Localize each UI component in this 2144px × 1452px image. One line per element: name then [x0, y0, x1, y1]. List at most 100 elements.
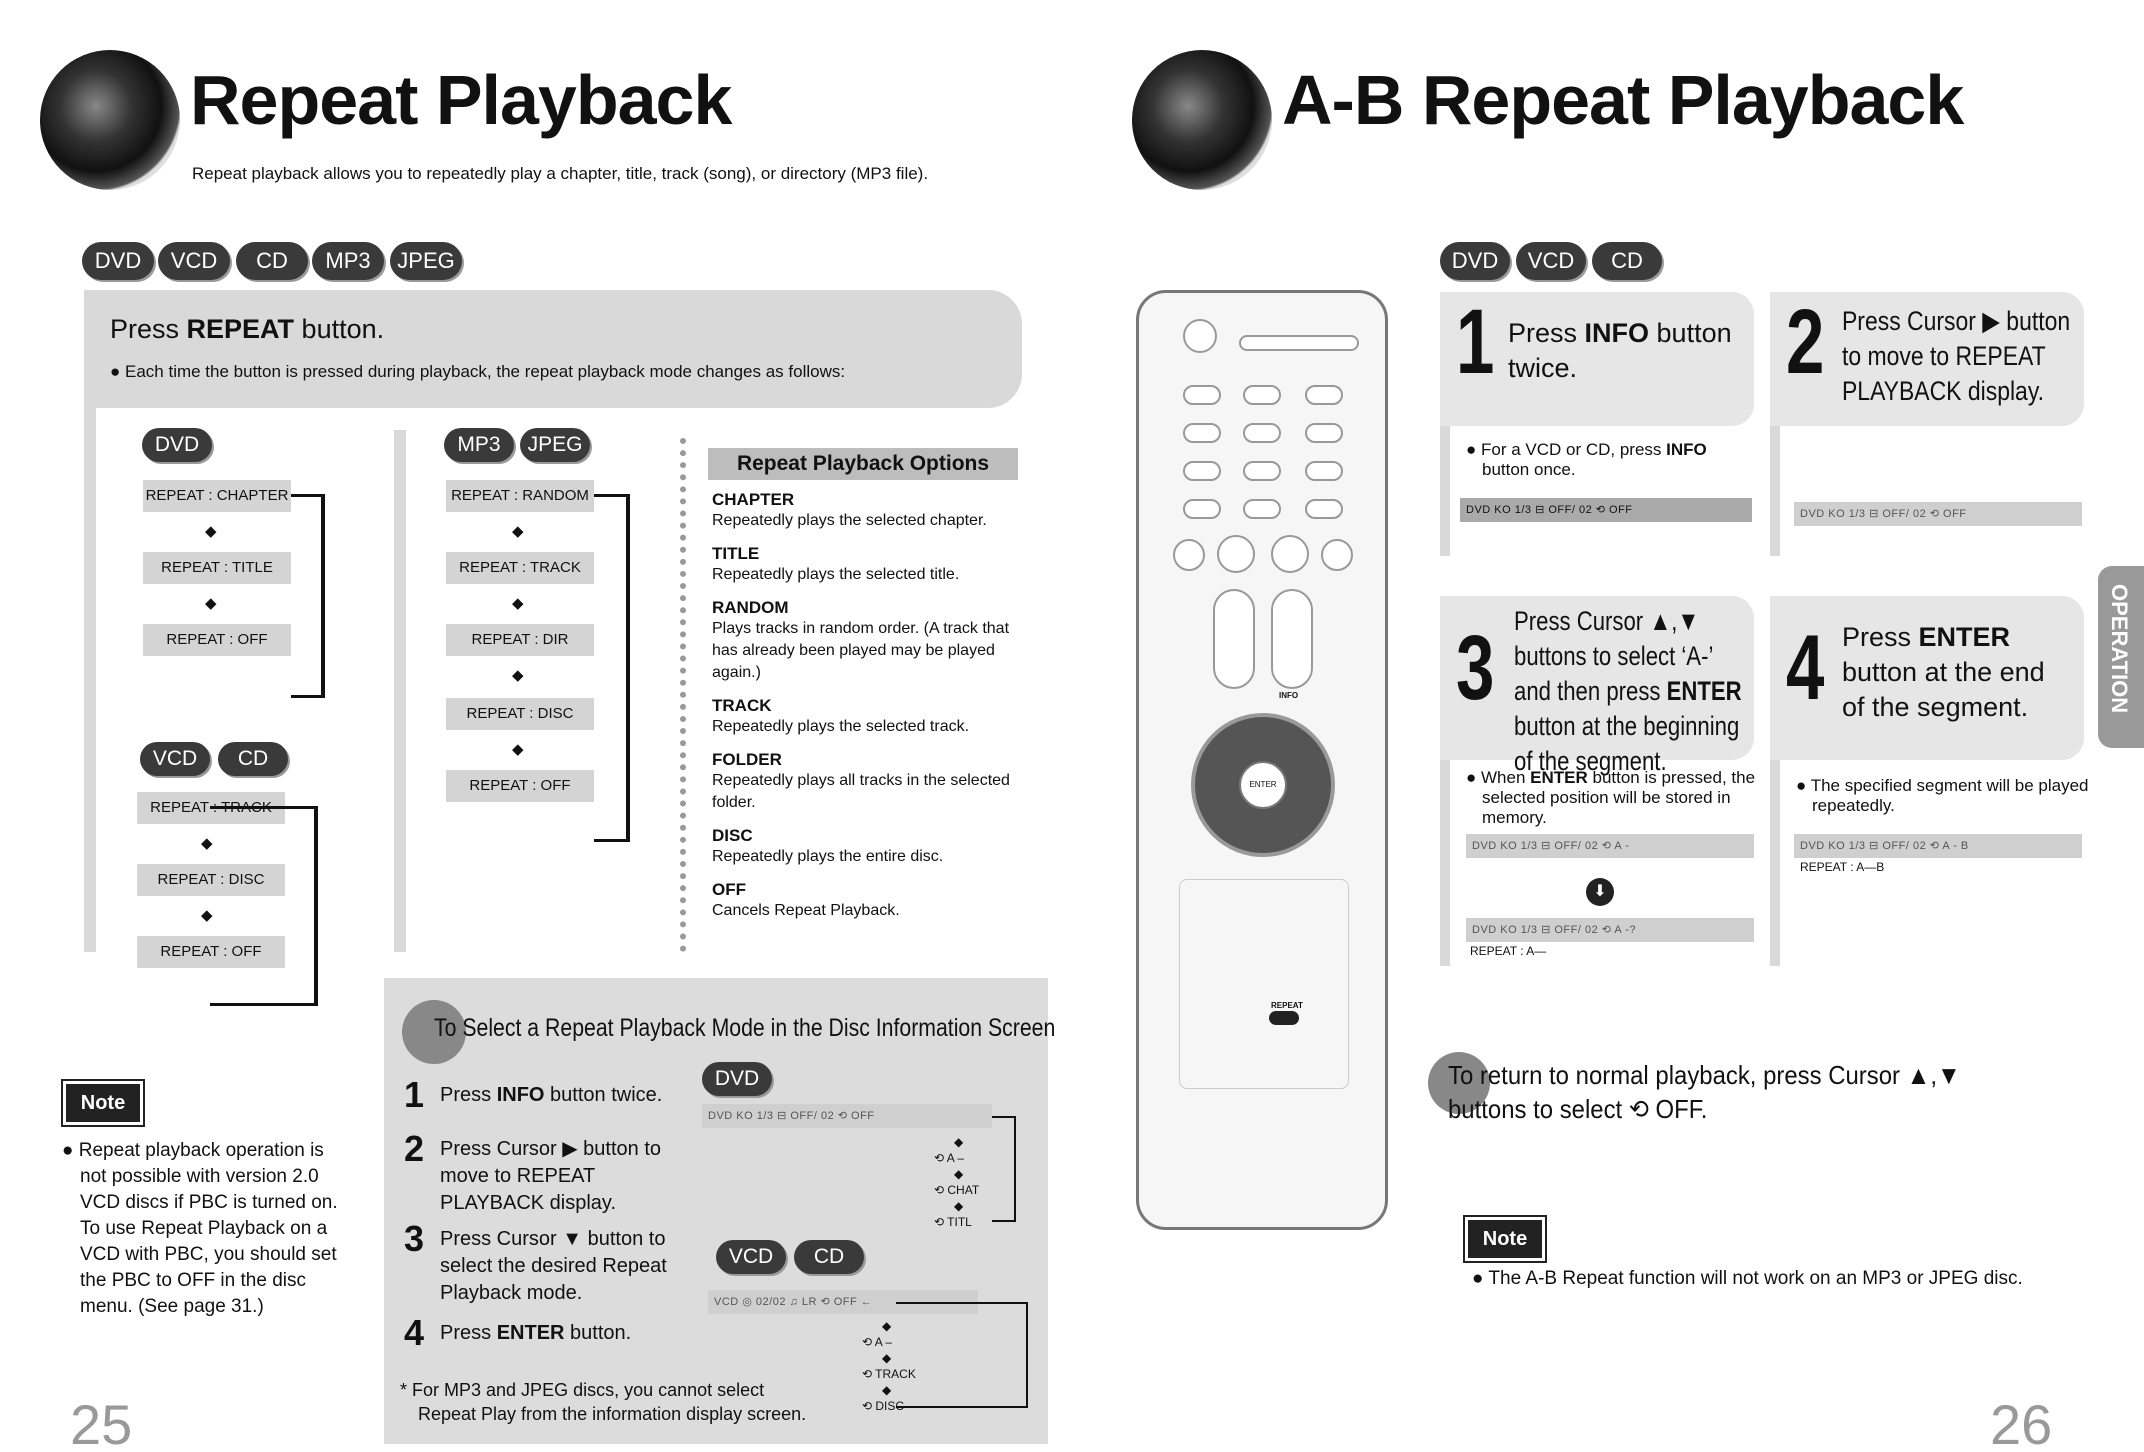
- step-2-text: Press Cursor ▶ button to move to REPEAT …: [1842, 306, 2071, 406]
- bullet-bold: INFO: [1666, 440, 1707, 459]
- arrow-down-circle-icon: ⬇: [1586, 878, 1614, 906]
- step-2-card: [1770, 292, 2084, 426]
- step-3-bullet: ● When ENTER button is pressed, the sele…: [1466, 768, 1756, 827]
- bullet-bold: ENTER: [1530, 768, 1588, 787]
- info-screen-panel: To Select a Repeat Playback Mode in the …: [384, 978, 1055, 1444]
- tuning-rocker: [1213, 589, 1255, 689]
- chain-arrow: ◆: [862, 1351, 892, 1365]
- chain-item: ⟲ CHAT: [934, 1183, 980, 1197]
- step-4-number: 4: [1786, 617, 1825, 719]
- remote-button: [1183, 385, 1221, 405]
- side-tab-operation: OPERATION: [2098, 566, 2144, 748]
- mp3-state-dir: REPEAT : DIR: [446, 624, 594, 656]
- step-text: Press INFO button twice.: [440, 1082, 662, 1109]
- remote-button: [1305, 423, 1343, 443]
- step-post: button twice.: [1508, 318, 1732, 383]
- remote-button: [1243, 499, 1281, 519]
- flow-vcd-badge: VCD: [140, 742, 210, 776]
- page-title: Repeat Playback: [190, 61, 732, 139]
- enter-button: ENTER: [1239, 761, 1287, 809]
- note-text: ● Repeat playback operation is not possi…: [62, 1140, 338, 1317]
- side-tab-label: OPERATION: [2107, 584, 2132, 714]
- dvd-chain: ◆ ⟲ A – ◆ ⟲ CHAT ◆ ⟲ TITL: [934, 1134, 1014, 1230]
- arrow-down-icon: ◆: [512, 741, 524, 758]
- step-number: 4: [404, 1312, 425, 1353]
- step-text: Press ENTER button.: [440, 1320, 631, 1347]
- step-post: button.: [564, 1322, 632, 1344]
- flow-cd-badge: CD: [218, 742, 288, 776]
- remote-button: [1243, 423, 1281, 443]
- step-bold: ENTER: [1918, 622, 2011, 652]
- remote-button: [1183, 423, 1221, 443]
- speaker-graphic-left: [40, 50, 180, 190]
- chain-arrow: ◆: [934, 1199, 964, 1213]
- step-4-display: DVD KO 1/3 ⊟ OFF/ 02 ⟲ A - B: [1794, 834, 2082, 858]
- page-title-ab: A-B Repeat Playback: [1282, 61, 1964, 139]
- arrow-down-icon: ◆: [201, 907, 213, 924]
- arrow-down-icon: ◆: [205, 595, 217, 612]
- press-bold: REPEAT: [186, 314, 295, 344]
- dvd-state-title: REPEAT : TITLE: [143, 552, 291, 584]
- chain-arrow: ◆: [862, 1319, 892, 1333]
- option-label: OFF: [712, 880, 746, 899]
- remote-info-label: INFO: [1279, 691, 1299, 700]
- chain-text: DISC: [875, 1399, 905, 1413]
- option-desc: Repeatedly plays the selected track.: [712, 718, 970, 735]
- vcd-state-disc: REPEAT : DISC: [137, 864, 285, 896]
- step-post: button twice.: [544, 1084, 663, 1106]
- loop-bracket: [594, 494, 630, 842]
- dvd-state-chapter: REPEAT : CHAPTER: [143, 480, 291, 512]
- step-pre: Press: [440, 1084, 497, 1106]
- step-post: button at the end of the segment.: [1842, 657, 2045, 722]
- dotted-divider: [680, 438, 686, 952]
- step-1-number: 1: [1456, 291, 1495, 393]
- press-repeat-heading: Press REPEAT button.: [110, 314, 384, 345]
- remote-button: [1305, 385, 1343, 405]
- remote-button: [1243, 385, 1281, 405]
- step-2-bar: [1770, 426, 1780, 556]
- return-text: To return to normal playback, press Curs…: [1448, 1060, 1961, 1124]
- play-pause-button: [1271, 535, 1309, 573]
- press-bullet-text: Each time the button is pressed during p…: [125, 362, 846, 381]
- option-desc: Cancels Repeat Playback.: [712, 902, 900, 919]
- step-3-caption: REPEAT : A—: [1470, 944, 1547, 958]
- note-body: The A-B Repeat function will not work on…: [1488, 1268, 2023, 1289]
- options-list: CHAPTER Repeatedly plays the selected ch…: [712, 478, 1030, 922]
- bullet-pre: For a VCD or CD, press: [1481, 440, 1667, 459]
- page-number: 25: [70, 1393, 133, 1452]
- tv-dvd-switch: [1239, 335, 1359, 351]
- press-suffix: button.: [294, 314, 385, 344]
- info-panel-title: To Select a Repeat Playback Mode in the …: [434, 1014, 1056, 1042]
- step-3-display-2: DVD KO 1/3 ⊟ OFF/ 02 ⟲ A -?: [1466, 918, 1754, 942]
- remote-button: [1243, 461, 1281, 481]
- option-label: DISC: [712, 826, 753, 845]
- bullet-text: The specified segment will be played rep…: [1810, 776, 2089, 815]
- arrow-down-icon: ◆: [512, 523, 524, 540]
- info-cd-badge: CD: [794, 1240, 864, 1274]
- disc-badge-dvd: DVD: [82, 242, 154, 280]
- option-label: RANDOM: [712, 598, 789, 617]
- step-2-display: DVD KO 1/3 ⊟ OFF/ 02 ⟲ OFF: [1794, 502, 2082, 526]
- step-number: 3: [404, 1218, 425, 1259]
- loop-bracket: [896, 1302, 1028, 1408]
- step-4-caption: REPEAT : A—B: [1800, 860, 1885, 874]
- bullet-pre: When: [1481, 768, 1531, 787]
- mp3-state-random: REPEAT : RANDOM: [446, 480, 594, 512]
- skip-back-button: [1173, 539, 1205, 571]
- note-text-right: ● The A-B Repeat function will not work …: [1472, 1268, 2023, 1289]
- step-bold: ENTER: [496, 1322, 565, 1344]
- step-text: Press Cursor ▶ button to move to REPEAT …: [440, 1138, 662, 1214]
- step-bold: INFO: [496, 1084, 545, 1106]
- volume-rocker: [1271, 589, 1313, 689]
- info-vcd-badge: VCD: [716, 1240, 786, 1274]
- step-1-text: Press INFO button twice.: [1508, 316, 1748, 386]
- disc-badge-cd: CD: [236, 242, 308, 280]
- dpad: ENTER: [1191, 713, 1335, 857]
- disc-badge-vcd: VCD: [1516, 242, 1586, 280]
- mp3-state-track: REPEAT : TRACK: [446, 552, 594, 584]
- repeat-button: [1269, 1011, 1299, 1025]
- step-pre: Press: [1842, 622, 1919, 652]
- step-pre: Press: [440, 1322, 497, 1344]
- remote-button: [1183, 499, 1221, 519]
- option-label: TITLE: [712, 544, 760, 563]
